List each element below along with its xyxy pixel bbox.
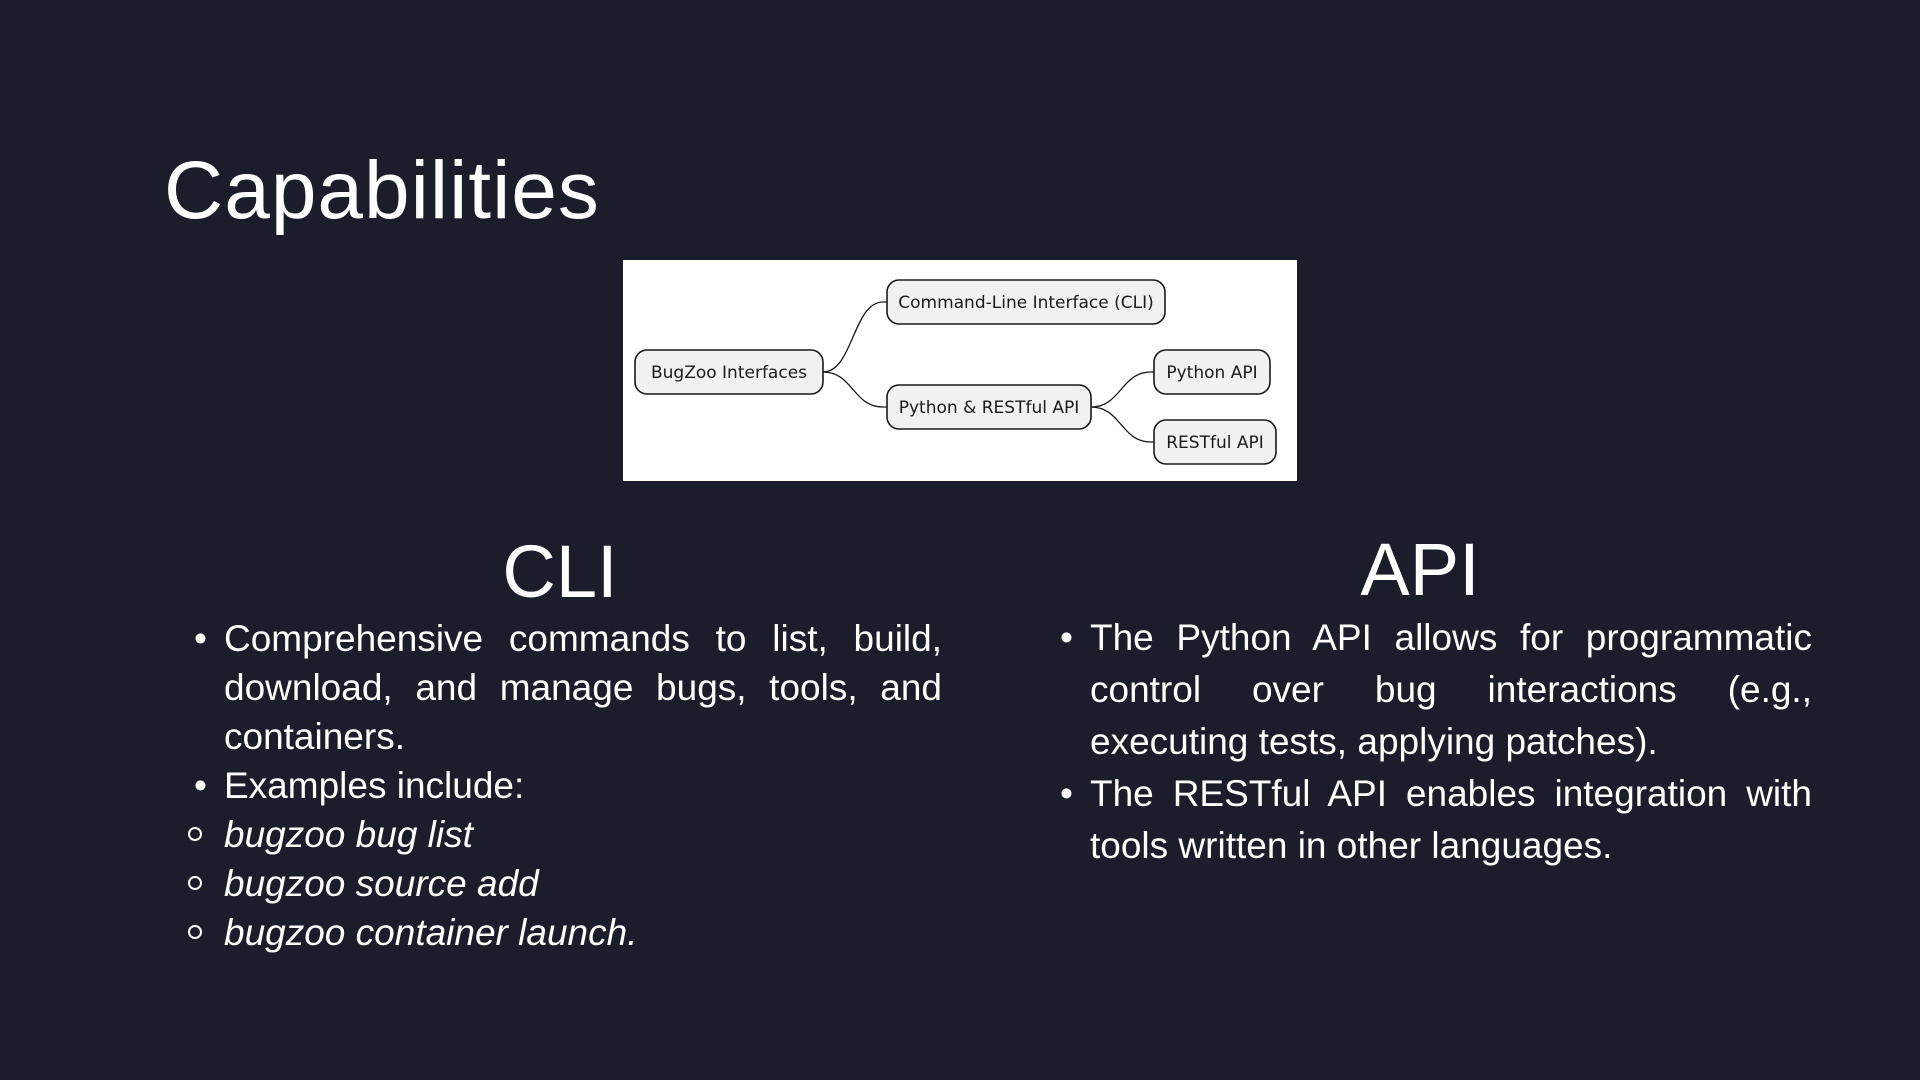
hollow-bullet-icon — [188, 827, 202, 841]
list-item: • Comprehensive commands to list, build,… — [194, 614, 942, 761]
bullet-dot-icon: • — [1060, 773, 1073, 814]
bullet-text: The RESTful API enables integration with… — [1090, 773, 1812, 866]
interfaces-diagram: BugZoo Interfaces Command-Line Interface… — [623, 260, 1297, 481]
slide-title: Capabilities — [164, 145, 600, 236]
node-python-restful-api: Python & RESTful API — [886, 384, 1092, 430]
node-label: Python & RESTful API — [899, 398, 1080, 418]
hollow-bullet-icon — [188, 925, 202, 939]
node-label: Command-Line Interface (CLI) — [898, 293, 1153, 313]
cli-bullet-list: • Comprehensive commands to list, build,… — [188, 614, 942, 957]
hollow-bullet-icon — [188, 876, 202, 890]
node-restful-api: RESTful API — [1153, 419, 1277, 465]
example-text: bugzoo bug list — [224, 814, 473, 855]
node-python-api: Python API — [1153, 349, 1271, 395]
list-item: • The RESTful API enables integration wi… — [1060, 768, 1812, 872]
list-item: • The Python API allows for programmatic… — [1060, 612, 1812, 768]
list-item: • Examples include: bugzoo bug list bugz… — [188, 761, 942, 957]
api-bullet-list: • The Python API allows for programmatic… — [1060, 612, 1812, 872]
example-item: bugzoo source add — [188, 859, 942, 908]
bullet-text: Examples include: — [224, 765, 525, 806]
edge-apis-to-python — [1090, 371, 1154, 408]
node-bugzoo-interfaces: BugZoo Interfaces — [634, 349, 824, 395]
bullet-dot-icon: • — [194, 618, 207, 659]
bullet-dot-icon: • — [194, 765, 207, 806]
api-column: • The Python API allows for programmatic… — [1060, 612, 1812, 872]
example-item: bugzoo container launch. — [188, 908, 942, 957]
node-label: Python API — [1166, 363, 1257, 383]
example-item: bugzoo bug list — [188, 810, 942, 859]
cli-heading: CLI — [502, 530, 618, 613]
node-cli: Command-Line Interface (CLI) — [886, 279, 1166, 325]
node-label: RESTful API — [1166, 433, 1264, 453]
cli-column: • Comprehensive commands to list, build,… — [188, 614, 942, 957]
api-heading: API — [1360, 528, 1480, 611]
cli-examples-list: bugzoo bug list bugzoo source add bugzoo… — [188, 810, 942, 957]
bullet-text: The Python API allows for programmatic c… — [1090, 617, 1812, 762]
example-text: bugzoo container launch. — [224, 912, 638, 953]
edge-root-to-cli — [822, 301, 887, 373]
example-text: bugzoo source add — [224, 863, 539, 904]
bullet-dot-icon: • — [1060, 617, 1073, 658]
edge-apis-to-restful — [1090, 406, 1154, 443]
node-label: BugZoo Interfaces — [651, 363, 807, 383]
bullet-text: Comprehensive commands to list, build, d… — [224, 618, 942, 757]
interfaces-mindmap: BugZoo Interfaces Command-Line Interface… — [634, 279, 1277, 465]
edge-root-to-apis — [822, 371, 887, 408]
